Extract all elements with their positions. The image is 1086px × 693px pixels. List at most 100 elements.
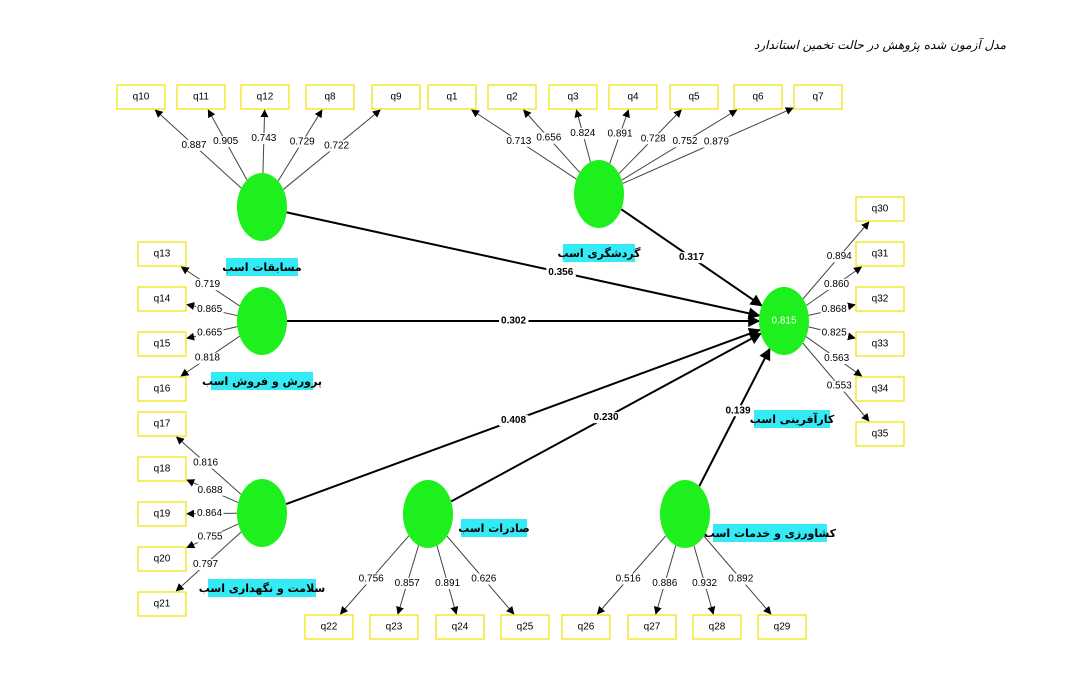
indicator-q35: q35 <box>855 421 905 447</box>
loading-value-q18: 0.688 <box>198 485 223 496</box>
loading-value-bg <box>823 278 851 290</box>
indicator-label: q9 <box>390 92 402 103</box>
loading-value-bg <box>639 133 668 145</box>
indicator-box <box>627 614 677 640</box>
indicator-q27: q27 <box>627 614 677 640</box>
latent-construct <box>574 160 624 228</box>
indicator-label: q6 <box>752 92 764 103</box>
loading-value-bg <box>196 327 224 339</box>
loading-value-bg <box>195 508 224 520</box>
loading-value-q23: 0.857 <box>395 578 420 589</box>
indicator-box <box>757 614 807 640</box>
indicator-q4: q4 <box>608 84 658 110</box>
loading-value-bg <box>357 573 386 585</box>
latent-construct <box>237 173 287 241</box>
indicator-q21: q21 <box>137 591 187 617</box>
latent-label-box <box>211 372 313 390</box>
latent-label: صادرات اسب <box>458 522 530 535</box>
loading-value-q26: 0.516 <box>616 573 641 584</box>
indicator-box <box>855 421 905 447</box>
indicator-q6: q6 <box>733 84 783 110</box>
indicator-q14: q14 <box>137 286 187 312</box>
loading-value-q35: 0.553 <box>827 381 852 392</box>
indicator-label: q23 <box>386 622 403 633</box>
indicator-label: q30 <box>872 204 889 215</box>
indicator-box <box>371 84 421 110</box>
indicator-label: q14 <box>154 294 171 305</box>
indicator-q9: q9 <box>371 84 421 110</box>
indicator-label: q20 <box>154 554 171 565</box>
indicator-box <box>137 241 187 267</box>
loading-value-bg <box>535 132 563 144</box>
indicator-q25: q25 <box>500 614 550 640</box>
loading-value-q33: 0.825 <box>822 328 847 339</box>
indicator-label: q28 <box>709 622 726 633</box>
loading-value-bg <box>434 577 462 589</box>
path-coefficient-L6: 0.139 <box>726 405 751 416</box>
indicator-box <box>137 331 187 357</box>
indicator-box <box>548 84 598 110</box>
indicator-box <box>427 84 477 110</box>
path-coefficient-bg <box>591 412 621 424</box>
indicator-label: q4 <box>627 92 639 103</box>
loading-value-bg <box>193 352 222 364</box>
loading-value-q1: 0.713 <box>506 136 531 147</box>
loading-value-q28: 0.932 <box>692 578 717 589</box>
loading-value-bg <box>323 140 351 152</box>
indicator-q5: q5 <box>669 84 719 110</box>
indicator-label: q11 <box>193 92 209 103</box>
indicator-box <box>487 84 537 110</box>
latent-label-box <box>461 519 527 537</box>
loading-value-bg <box>823 352 851 364</box>
indicator-label: q18 <box>154 464 171 475</box>
indicator-box <box>369 614 419 640</box>
indicator-label: q26 <box>578 622 595 633</box>
indicator-label: q29 <box>774 622 791 633</box>
indicator-box <box>733 84 783 110</box>
indicator-box <box>137 501 187 527</box>
loading-value-bg <box>702 136 731 148</box>
path-coefficient-L2: 0.317 <box>679 252 704 263</box>
indicator-box <box>855 376 905 402</box>
indicator-box <box>240 84 290 110</box>
loading-value-bg <box>651 577 679 589</box>
path-coefficient-bg <box>499 415 529 427</box>
loading-value-bg <box>671 136 699 148</box>
loading-value-bg <box>212 136 240 148</box>
path-coefficient-L4: 0.408 <box>501 415 526 426</box>
indicator-q1: q1 <box>427 84 477 110</box>
indicator-box <box>137 286 187 312</box>
indicator-q11: q11 <box>176 84 226 110</box>
indicator-q3: q3 <box>548 84 598 110</box>
loading-value-q30: 0.894 <box>827 251 852 262</box>
indicator-q12: q12 <box>240 84 290 110</box>
path-L1-L7 <box>286 211 761 320</box>
latent-L1 <box>237 173 287 241</box>
indicator-q16: q16 <box>137 376 187 402</box>
indicator-q31: q31 <box>855 241 905 267</box>
indicator-label: q7 <box>812 92 824 103</box>
path-coefficient-L3: 0.302 <box>501 316 526 327</box>
indicator-box <box>855 241 905 267</box>
indicator-q32: q32 <box>855 286 905 312</box>
indicator-q2: q2 <box>487 84 537 110</box>
loading-value-q20: 0.755 <box>198 532 223 543</box>
indicator-box <box>855 286 905 312</box>
loading-value-q19: 0.864 <box>197 508 222 519</box>
loading-value-q11: 0.905 <box>213 136 238 147</box>
latent-label-box <box>713 524 827 542</box>
indicator-box <box>116 84 166 110</box>
path-coefficient-L1: 0.356 <box>548 267 573 278</box>
indicator-box <box>561 614 611 640</box>
indicator-box <box>137 376 187 402</box>
indicator-label: q35 <box>872 429 889 440</box>
indicator-q30: q30 <box>855 196 905 222</box>
indicator-box <box>137 411 187 437</box>
indicator-q15: q15 <box>137 331 187 357</box>
loading-value-bg <box>569 128 597 140</box>
loading-value-q24: 0.891 <box>435 578 460 589</box>
latent-label-box <box>563 244 635 262</box>
indicator-label: q12 <box>257 92 274 103</box>
path-coefficient-bg <box>499 315 529 327</box>
